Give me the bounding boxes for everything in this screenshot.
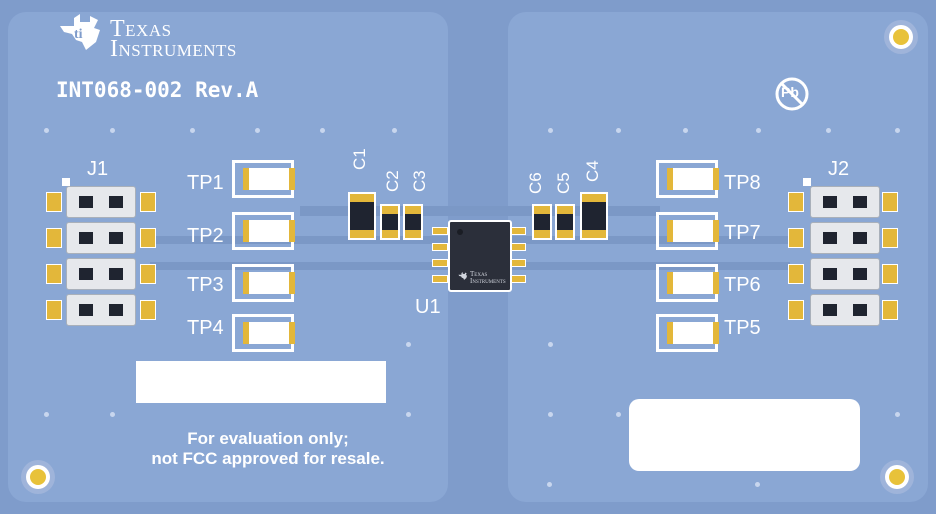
- u1-pin-2: [432, 243, 448, 251]
- via: [406, 412, 411, 417]
- c2-label: C2: [383, 170, 402, 192]
- mounting-hole-bottom-right: [880, 460, 914, 494]
- ic-ti-logo-icon: [458, 272, 468, 280]
- capacitor-c1: [348, 192, 376, 240]
- notice-line1: For evaluation only;: [187, 429, 349, 448]
- via: [895, 412, 900, 417]
- tp7-label: TP7: [724, 222, 761, 244]
- manufacturer-name-line1: Texas: [110, 16, 172, 42]
- left-copper-region: [8, 12, 448, 502]
- ic-logo-line1: Texas: [470, 270, 488, 278]
- u1-pin-6: [510, 259, 526, 267]
- mounting-hole-top-right: [884, 20, 918, 54]
- test-point-tp7: [656, 212, 719, 250]
- via: [755, 482, 760, 487]
- test-point-tp4: [232, 314, 295, 352]
- via: [616, 128, 621, 133]
- capacitor-c2: [380, 204, 400, 240]
- test-point-tp5: [656, 314, 719, 352]
- mounting-hole-bottom-left: [21, 460, 55, 494]
- tp2-label: TP2: [187, 225, 224, 247]
- j1-label: J1: [87, 158, 109, 180]
- label-area-right: [629, 399, 860, 471]
- c5-label: C5: [554, 172, 573, 194]
- via: [392, 128, 397, 133]
- via: [547, 482, 552, 487]
- via: [548, 128, 553, 133]
- test-point-tp8: [656, 160, 719, 198]
- test-point-tp1: [232, 160, 295, 198]
- j2-label: J2: [828, 158, 850, 180]
- via: [406, 342, 411, 347]
- tp6-label: TP6: [724, 274, 761, 296]
- via: [548, 412, 553, 417]
- via: [616, 412, 621, 417]
- test-point-tp3: [232, 264, 295, 302]
- u1-pin-7: [510, 243, 526, 251]
- u1-pin-5: [510, 275, 526, 283]
- u1-pin-1: [432, 227, 448, 235]
- test-point-tp6: [656, 264, 719, 302]
- capacitor-c5: [555, 204, 575, 240]
- notice-line2: not FCC approved for resale.: [151, 449, 385, 468]
- ic-logo-line2: Instruments: [470, 277, 506, 285]
- label-area-left: [136, 361, 386, 403]
- part-number: INT068-002 Rev.A: [56, 78, 259, 102]
- c1-label: C1: [350, 148, 369, 170]
- via: [826, 128, 831, 133]
- via: [190, 128, 195, 133]
- tp3-label: TP3: [187, 274, 224, 296]
- capacitor-c3: [403, 204, 423, 240]
- via: [255, 128, 260, 133]
- via: [683, 128, 688, 133]
- u1-pin-3: [432, 259, 448, 267]
- j2-connector: [788, 184, 900, 326]
- capacitor-c4: [580, 192, 608, 240]
- pb-free-label: Pb: [781, 84, 799, 100]
- via: [110, 412, 115, 417]
- via: [548, 342, 553, 347]
- u1-pin-4: [432, 275, 448, 283]
- manufacturer-name-line2: Instruments: [110, 36, 237, 62]
- tp5-label: TP5: [724, 317, 761, 339]
- capacitor-c6: [532, 204, 552, 240]
- ic-u1: Texas Instruments: [448, 220, 512, 292]
- tp4-label: TP4: [187, 317, 224, 339]
- j2-pin1-marker: [803, 178, 811, 186]
- pb-free-icon: [775, 77, 809, 111]
- via: [44, 412, 49, 417]
- c4-label: C4: [583, 160, 602, 182]
- svg-text:ti: ti: [74, 27, 83, 42]
- via: [44, 128, 49, 133]
- c6-label: C6: [526, 172, 545, 194]
- ic-pin1-dot: [457, 229, 463, 235]
- j1-pin1-marker: [62, 178, 70, 186]
- ti-logo-icon: ti: [60, 14, 100, 50]
- via: [110, 128, 115, 133]
- u1-label: U1: [415, 296, 441, 318]
- via: [756, 128, 761, 133]
- tp1-label: TP1: [187, 172, 224, 194]
- via: [320, 128, 325, 133]
- c3-label: C3: [410, 170, 429, 192]
- j1-connector: [46, 184, 158, 326]
- test-point-tp2: [232, 212, 295, 250]
- via: [895, 128, 900, 133]
- u1-pin-8: [510, 227, 526, 235]
- tp8-label: TP8: [724, 172, 761, 194]
- trace-top: [300, 206, 660, 216]
